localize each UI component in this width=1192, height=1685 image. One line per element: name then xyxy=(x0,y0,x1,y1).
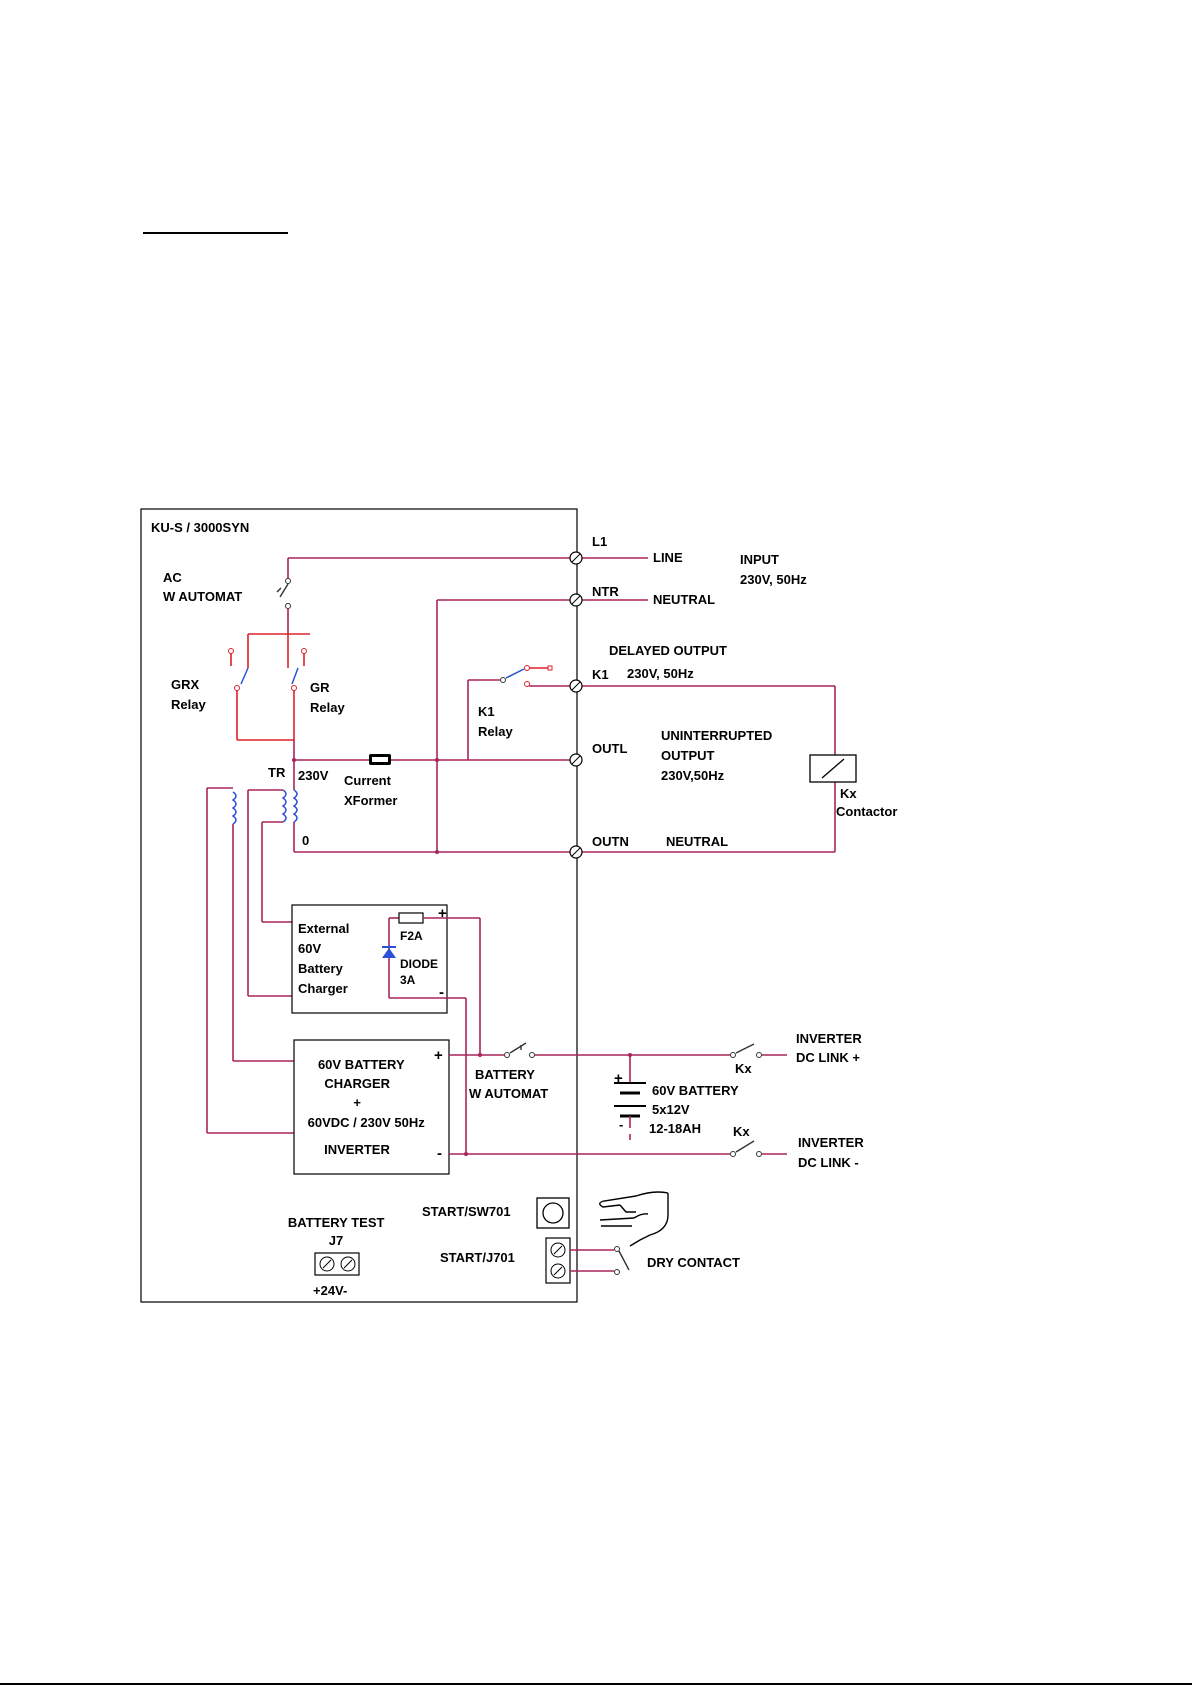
ac-automat-switch xyxy=(276,578,291,634)
terminal-outl xyxy=(569,753,583,767)
output-wiring xyxy=(292,665,836,854)
pointing-hand-icon xyxy=(599,1191,669,1247)
delayed-output-label: DELAYED OUTPUT xyxy=(609,643,727,658)
charger-fuse-diode xyxy=(382,912,481,1154)
kx-contactor-coil xyxy=(809,754,857,783)
ac-automat-label: AC W AUTOMAT xyxy=(163,570,242,604)
grx-gr-relays xyxy=(228,633,310,760)
input-label: INPUT 230V, 50Hz xyxy=(740,552,807,587)
battery-test-label: BATTERY TEST J7 xyxy=(288,1215,388,1248)
battery-plus-label: + xyxy=(614,1070,623,1087)
start-j701-terminal xyxy=(545,1237,630,1284)
inv-minus-label: - xyxy=(437,1145,442,1162)
terminal-k1 xyxy=(569,679,583,693)
charger-inverter-box xyxy=(293,1039,450,1175)
inv-plus-label: + xyxy=(434,1047,443,1064)
f2a-label: F2A xyxy=(400,929,423,943)
terminal-ntr xyxy=(569,593,583,607)
v230-label: 230V xyxy=(298,768,329,783)
kx-contactor-label: Kx Contactor xyxy=(836,786,897,819)
zero-label: 0 xyxy=(302,833,309,848)
ups-enclosure xyxy=(140,508,578,1303)
ntr-label: NTR xyxy=(592,584,619,599)
ext-plus-label: + xyxy=(438,905,447,922)
battery-test-terminal xyxy=(314,1252,360,1276)
l1-label: L1 xyxy=(592,534,607,549)
start-j701-label: START/J701 xyxy=(440,1250,515,1265)
current-xformer-label: Current XFormer xyxy=(344,773,397,808)
battery-minus-label: - xyxy=(619,1117,623,1132)
dc-bus-wiring xyxy=(449,1042,787,1157)
tr-label: TR xyxy=(268,765,286,780)
enclosure-title: KU-S / 3000SYN xyxy=(151,520,249,535)
start-sw701-label: START/SW701 xyxy=(422,1204,511,1219)
kx-plus-label: Kx xyxy=(735,1061,752,1076)
kx-minus-label: Kx xyxy=(733,1124,750,1139)
neutral-in-label: NEUTRAL xyxy=(653,592,715,607)
battery-automat-label: BATTERY W AUTOMAT xyxy=(469,1067,548,1101)
terminal-l1 xyxy=(569,551,583,565)
neutral-out-label: NEUTRAL xyxy=(666,834,728,849)
ext-minus-label: - xyxy=(439,984,444,1001)
gr-relay-label: GR Relay xyxy=(310,680,345,715)
start-button xyxy=(536,1197,570,1229)
dc-link-minus-label: INVERTER DC LINK - xyxy=(798,1135,867,1170)
diode-label: DIODE 3A xyxy=(400,957,441,987)
external-charger-label: External 60V Battery Charger xyxy=(298,921,353,996)
ac-input-wiring xyxy=(287,557,648,852)
dc-link-plus-label: INVERTER DC LINK + xyxy=(796,1031,865,1065)
outl-label: OUTL xyxy=(592,741,627,756)
k1-label: K1 xyxy=(592,667,609,682)
delayed-spec-label: 230V, 50Hz xyxy=(627,666,694,681)
dry-contact-label: DRY CONTACT xyxy=(647,1255,740,1270)
grx-relay-label: GRX Relay xyxy=(171,677,206,712)
line-label: LINE xyxy=(653,550,683,565)
charger-inverter-label: 60V BATTERY CHARGER + 60VDC / 230V 50Hz … xyxy=(308,1057,429,1157)
transformer-tr xyxy=(206,760,298,1134)
terminal-outn xyxy=(569,845,583,859)
battery-label: 60V BATTERY 5x12V 12-18AH xyxy=(649,1083,742,1136)
outn-label: OUTN xyxy=(592,834,629,849)
current-transformer xyxy=(369,754,391,765)
uninterrupted-output-label: UNINTERRUPTED OUTPUT 230V,50Hz xyxy=(661,728,776,783)
k1-relay-label: K1 Relay xyxy=(478,704,513,739)
v24-label: +24V- xyxy=(313,1283,347,1298)
